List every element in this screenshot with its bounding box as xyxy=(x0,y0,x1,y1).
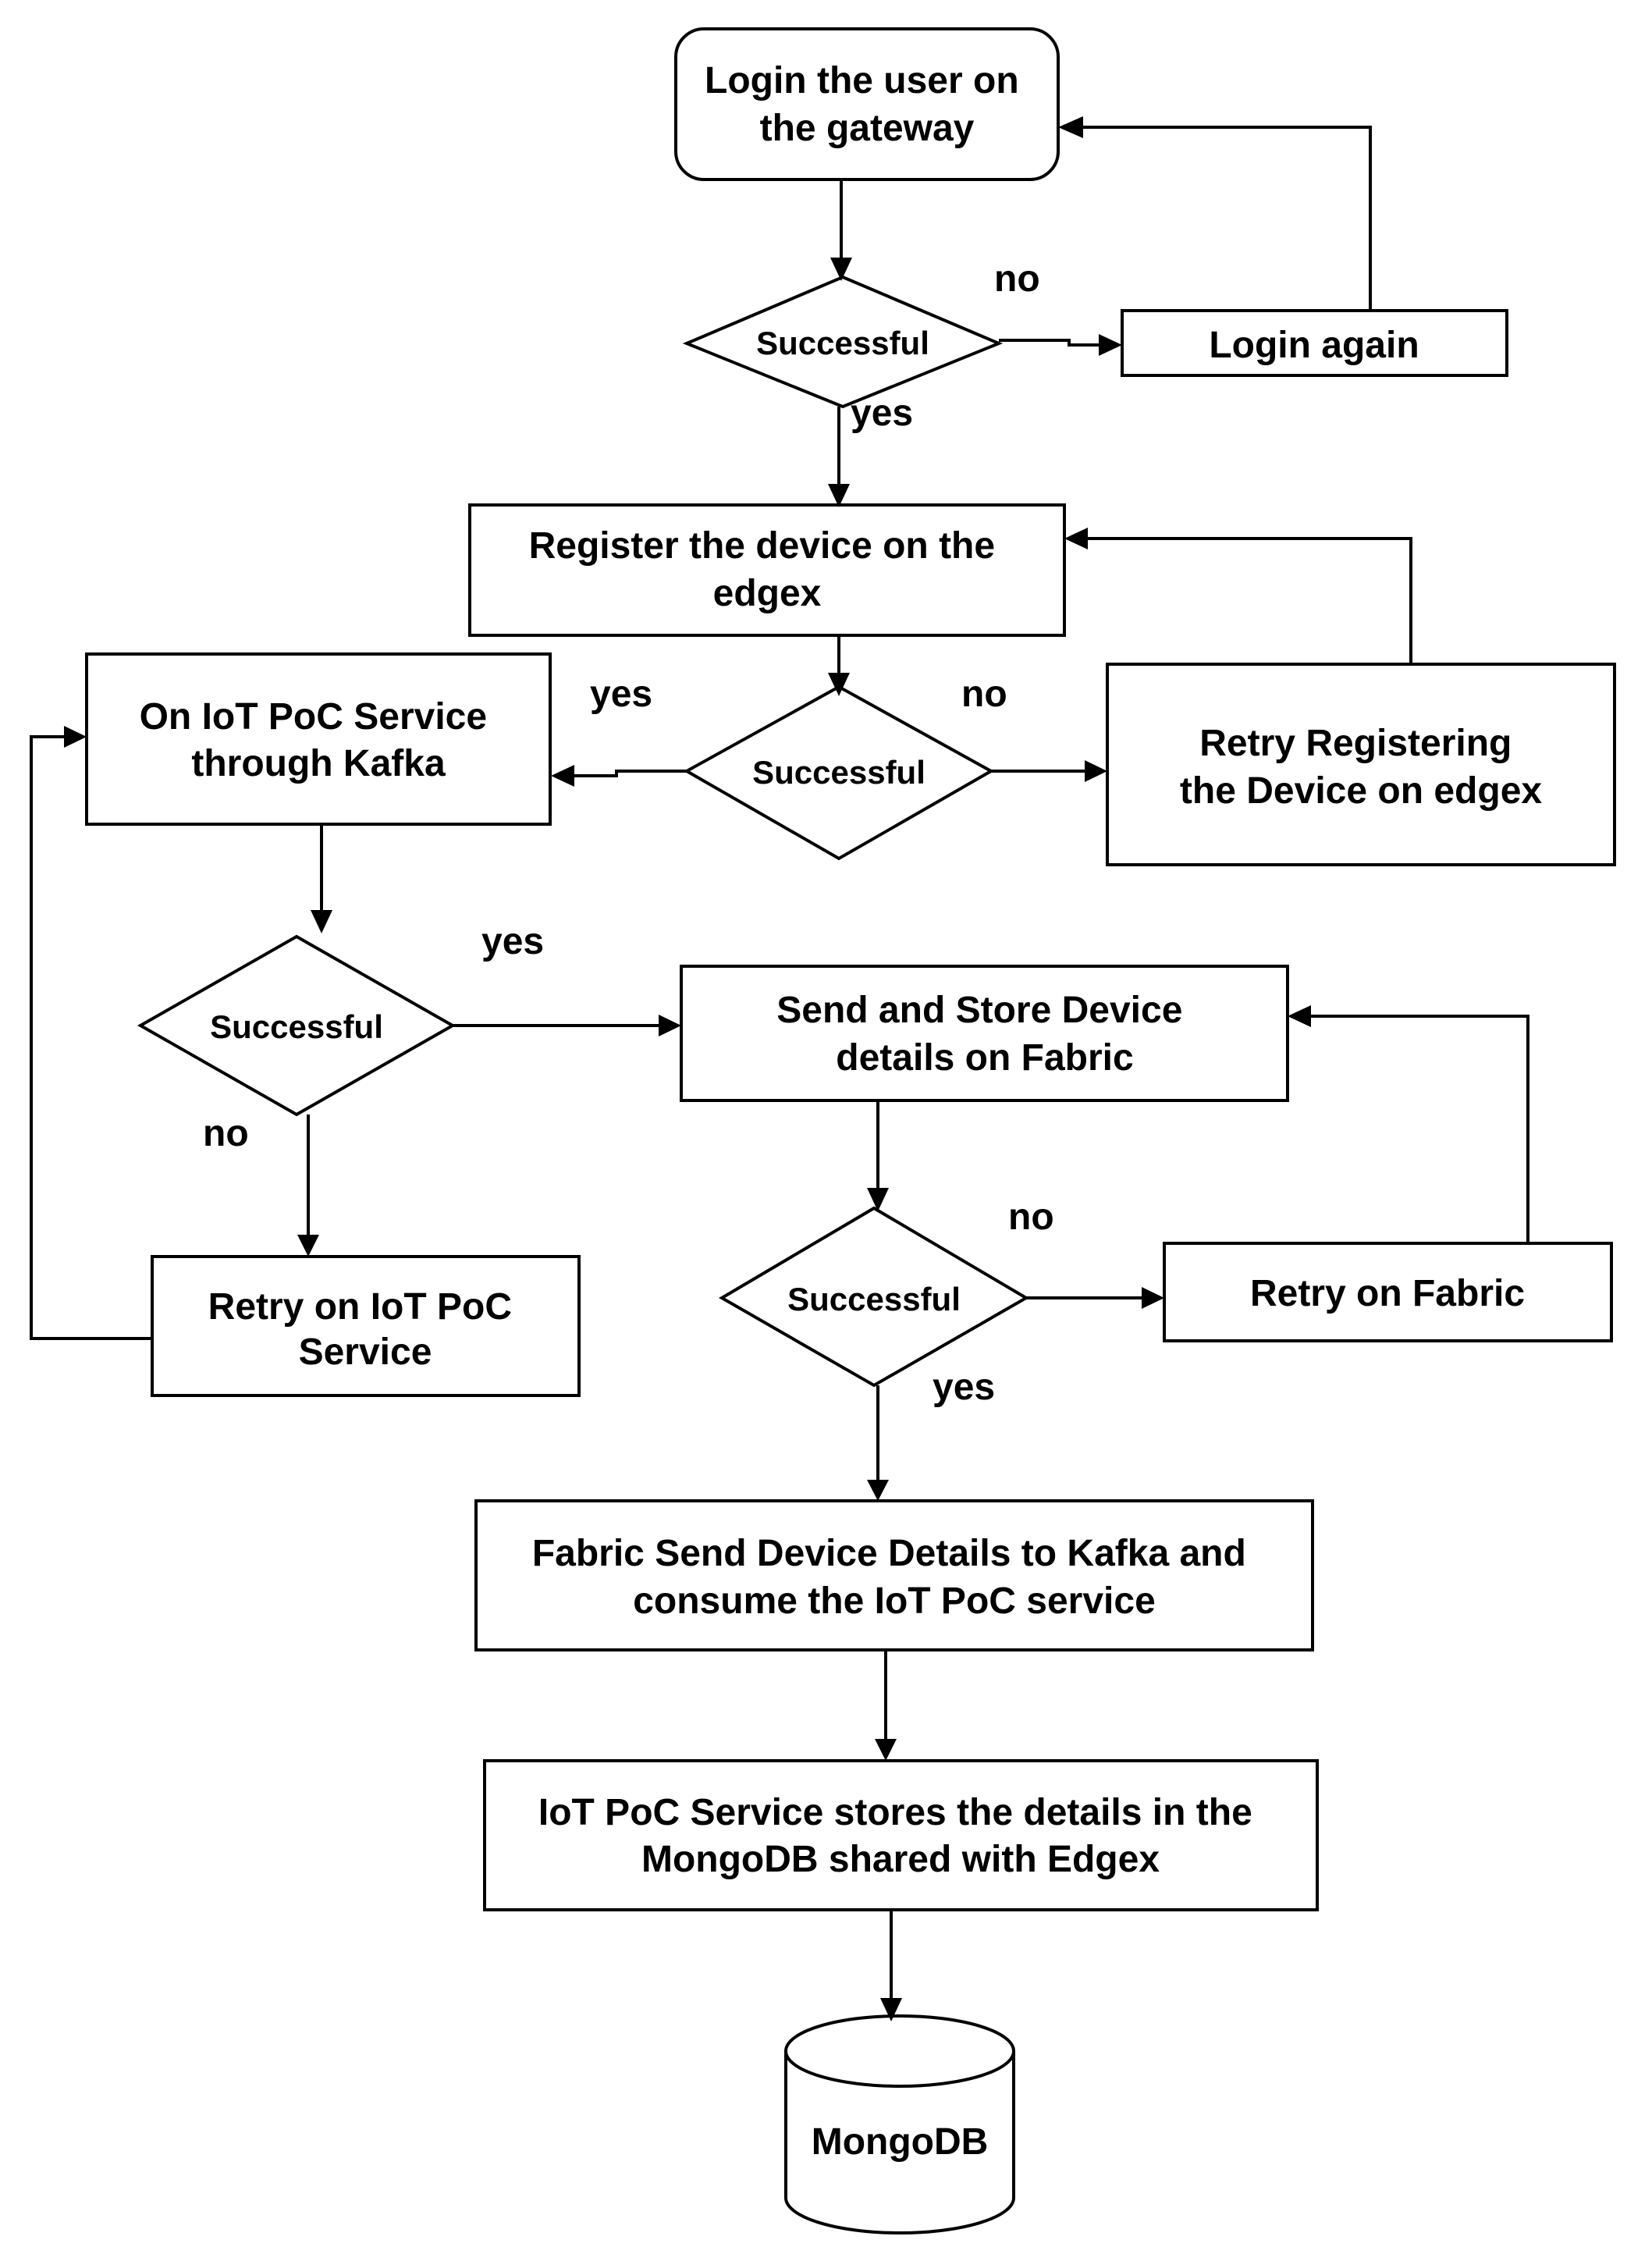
svg-text:Retry on IoT PoC Service: Retry on IoT PoC Service xyxy=(208,1286,523,1373)
edge-label-fabric-yes: yes xyxy=(933,1367,995,1408)
node-iot-service: On IoT PoC Service through Kafka xyxy=(85,652,552,826)
decision-register-label: Successful xyxy=(752,754,925,791)
node-login-again-label: Login again xyxy=(1209,325,1419,366)
edge-label-iot-no: no xyxy=(203,1113,249,1154)
node-retry-fabric-label: Retry on Fabric xyxy=(1250,1273,1525,1314)
edge-iot-no xyxy=(297,1115,319,1257)
node-fabric-send-line-1: Fabric Send Device Details to Kafka and xyxy=(532,1533,1246,1574)
node-login-line-2: the gateway xyxy=(760,108,975,149)
edge-fabric-no xyxy=(1026,1287,1164,1309)
node-iot-service-line-2: through Kafka xyxy=(191,743,446,784)
edge-retry-iot-loop xyxy=(30,726,152,1340)
decision-iot-label: Successful xyxy=(210,1008,383,1045)
node-send-store-line-2: details on Fabric xyxy=(836,1037,1133,1079)
edge-iot-yes xyxy=(453,1015,681,1036)
edge-login-to-decision xyxy=(830,180,852,281)
node-retry-fabric: Retry on Fabric xyxy=(1163,1242,1613,1342)
node-login-line-1: Login the user on xyxy=(705,60,1019,101)
edge-login-no xyxy=(999,334,1122,356)
edge-label-fabric-no: no xyxy=(1008,1196,1054,1238)
edge-label-register-yes: yes xyxy=(590,674,652,715)
svg-text:Register the device on the: Register the device on the edgex xyxy=(529,525,1006,614)
svg-text:Login the user on the ga: Login the user on the gateway xyxy=(705,60,1029,149)
svg-text:On IoT PoC Service throu: On IoT PoC Service through Kafka xyxy=(140,696,498,784)
node-mongodb-label: MongoDB xyxy=(812,2121,989,2163)
svg-text:Retry Registering the De: Retry Registering the Device on edgex xyxy=(1180,723,1542,812)
node-register-line-2: edgex xyxy=(713,573,822,614)
node-login: Login the user on the gateway xyxy=(674,27,1060,181)
decision-iot: Successful xyxy=(137,934,457,1117)
edge-label-login-no: no xyxy=(994,258,1040,300)
edge-label-iot-yes: yes xyxy=(481,921,544,962)
edge-login-again-loop xyxy=(1058,116,1372,311)
node-iot-store: IoT PoC Service stores the details in th… xyxy=(483,1759,1319,1911)
node-fabric-send-line-2: consume the IoT PoC service xyxy=(633,1580,1156,1622)
decision-fabric-label: Successful xyxy=(787,1281,961,1317)
node-retry-iot: Retry on IoT PoC Service xyxy=(151,1255,581,1397)
node-login-again: Login again xyxy=(1121,309,1508,377)
node-iot-store-line-2: MongoDB shared with Edgex xyxy=(641,1839,1160,1880)
decision-login-label: Successful xyxy=(756,325,929,361)
node-register-line-1: Register the device on the xyxy=(529,525,996,567)
edge-register-to-decision xyxy=(828,635,850,696)
node-iot-service-line-1: On IoT PoC Service xyxy=(140,696,487,738)
decision-login: Successful xyxy=(682,275,1004,409)
node-retry-register-line-2: the Device on edgex xyxy=(1180,770,1542,812)
node-send-store-line-1: Send and Store Device xyxy=(776,990,1182,1031)
edge-retry-register-loop xyxy=(1064,528,1412,664)
node-retry-iot-line-2: Service xyxy=(299,1331,432,1373)
node-retry-iot-line-1: Retry on IoT PoC xyxy=(208,1286,512,1328)
decision-fabric: Successful xyxy=(719,1206,1029,1388)
svg-text:IoT PoC Service stores the det: IoT PoC Service stores the details in th… xyxy=(538,1792,1263,1880)
node-mongodb-cylinder: MongoDB xyxy=(784,2014,1015,2234)
edge-iot-to-decision xyxy=(311,824,332,933)
svg-text:Fabric Send Device Details to: Fabric Send Device Details to Kafka and … xyxy=(532,1533,1256,1622)
edge-label-login-yes: yes xyxy=(851,393,913,434)
edge-iot-store-to-mongodb xyxy=(880,1910,902,2021)
edge-login-yes xyxy=(828,407,850,507)
node-retry-register: Retry Registering the Device on edgex xyxy=(1106,663,1616,866)
node-fabric-send: Fabric Send Device Details to Kafka and … xyxy=(474,1499,1314,1651)
node-register: Register the device on the edgex xyxy=(468,503,1066,637)
node-iot-store-line-1: IoT PoC Service stores the details in th… xyxy=(538,1792,1252,1833)
edge-register-yes xyxy=(551,765,687,787)
edge-fabric-yes xyxy=(867,1385,889,1501)
edge-register-no xyxy=(991,760,1107,782)
svg-text:Send and Store Device de: Send and Store Device details on Fabric xyxy=(776,990,1193,1079)
edge-label-register-no: no xyxy=(961,674,1007,715)
edge-send-store-to-decision xyxy=(867,1100,889,1211)
decision-register: Successful xyxy=(683,684,995,861)
node-retry-register-line-1: Retry Registering xyxy=(1199,723,1512,764)
edge-fabric-send-to-iot-store xyxy=(875,1650,897,1761)
edge-retry-fabric-loop xyxy=(1288,1005,1529,1243)
node-send-store: Send and Store Device details on Fabric xyxy=(680,965,1289,1102)
